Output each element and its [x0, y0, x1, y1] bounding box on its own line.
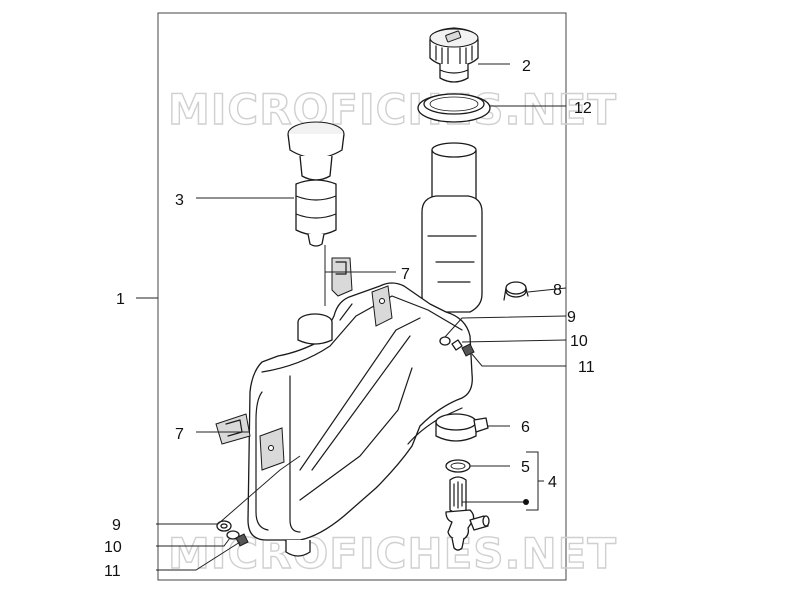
callout-10-upper: 10 — [570, 333, 588, 350]
callout-4: 4 — [548, 474, 557, 491]
watermark-top: MICROFICHES.NET — [168, 85, 617, 134]
callout-9-lower: 9 — [112, 517, 121, 534]
callout-6: 6 — [521, 419, 530, 436]
clip-upper — [331, 257, 353, 297]
filler-cap — [429, 27, 479, 83]
callout-12: 12 — [574, 100, 592, 117]
callout-5: 5 — [521, 459, 530, 476]
o-ring-inner — [450, 462, 466, 470]
callout-9-upper: 9 — [567, 309, 576, 326]
filler-neck — [421, 142, 483, 313]
diagram-frame — [157, 12, 567, 581]
level-sender — [287, 121, 345, 247]
callout-11-lower: 11 — [104, 563, 121, 580]
o-ring — [445, 459, 471, 473]
upper-fasteners — [439, 336, 475, 357]
callout-11-upper: 11 — [578, 359, 595, 376]
callout-7-upper: 7 — [401, 266, 410, 283]
callout-10-lower: 10 — [104, 539, 122, 556]
fuel-tap — [445, 476, 490, 551]
leader-lines — [136, 63, 567, 571]
callout-1: 1 — [116, 291, 125, 308]
callout-3: 3 — [175, 192, 184, 209]
callout-8: 8 — [553, 282, 562, 299]
clip-lower — [215, 413, 251, 445]
hose-clamp — [435, 413, 489, 442]
fuel-tank — [247, 282, 473, 557]
callout-2: 2 — [522, 58, 531, 75]
callout-7-lower: 7 — [175, 426, 184, 443]
gasket-ring — [417, 93, 491, 123]
small-hose-clamp — [503, 281, 529, 301]
